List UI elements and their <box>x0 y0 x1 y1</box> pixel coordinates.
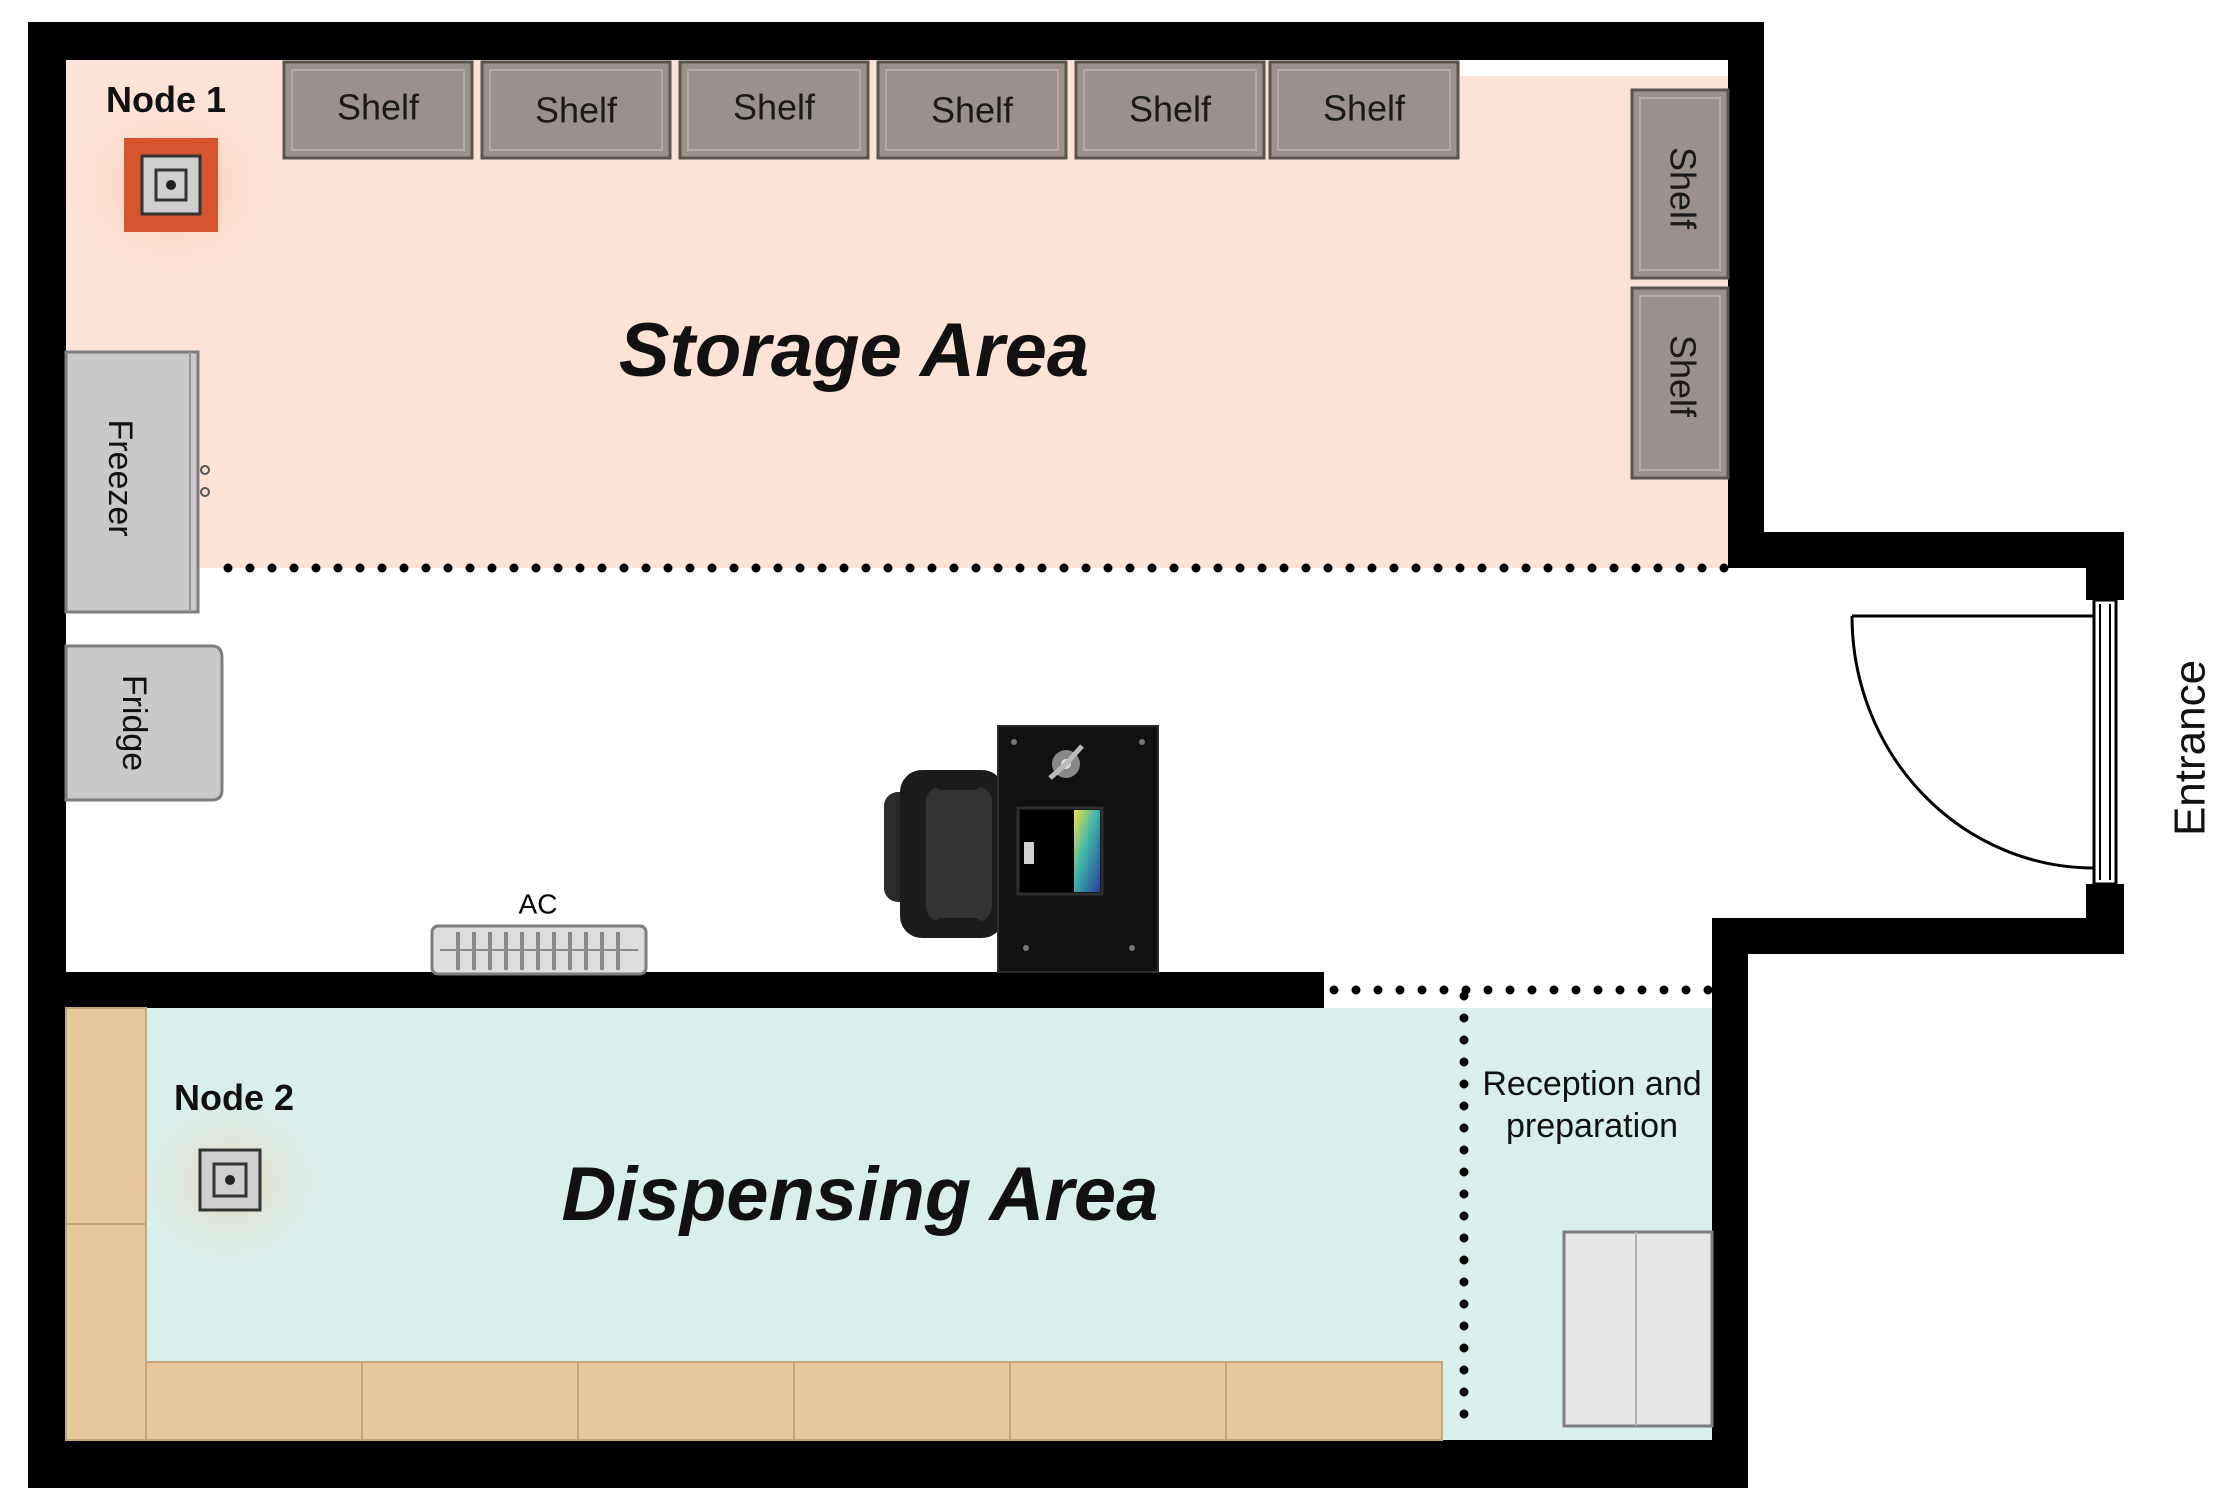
office-chair <box>884 770 1004 938</box>
left-counter <box>65 1007 147 1441</box>
shelf-label: Shelf <box>535 90 618 131</box>
shelf-5: Shelf <box>1074 60 1266 160</box>
shelf-label: Shelf <box>931 90 1014 131</box>
shelf-8: Shelf <box>1630 286 1730 480</box>
ac-label: AC <box>519 888 558 919</box>
storage-area-label: Storage Area <box>619 308 1089 393</box>
shelf-label: Shelf <box>1662 147 1703 230</box>
entrance-door[interactable] <box>1850 598 2118 886</box>
shelf-label: Shelf <box>1323 88 1406 129</box>
fridge-label: Fridge <box>115 675 153 771</box>
desk-fan-icon <box>1048 744 1084 780</box>
freezer-label: Freezer <box>101 419 139 536</box>
shelf-6: Shelf <box>1268 60 1460 160</box>
entrance-label: Entrance <box>2166 660 2215 836</box>
shelf-1: Shelf <box>282 60 474 160</box>
shelf-label: Shelf <box>1662 335 1703 418</box>
shelf-4: Shelf <box>876 60 1068 160</box>
shelf-2: Shelf <box>480 60 672 160</box>
bottom-counter <box>145 1361 1443 1441</box>
node-1-label: Node 1 <box>106 79 226 120</box>
walls <box>28 22 2124 1488</box>
shelf-label: Shelf <box>1129 89 1212 130</box>
node-2-label: Node 2 <box>174 1077 294 1118</box>
reception-label-line-1: Reception and <box>1482 1065 1701 1103</box>
ac-unit: AC <box>430 888 648 976</box>
top-shelves: Shelf Shelf Shelf Shelf Shelf Shelf <box>282 60 1460 160</box>
fridge: Fridge <box>64 644 224 802</box>
shelf-7: Shelf <box>1630 88 1730 280</box>
reception-table <box>1562 1230 1714 1428</box>
freezer: Freezer <box>64 350 210 614</box>
top-wall-gap <box>1460 60 1728 76</box>
dispensing-area-label: Dispensing Area <box>562 1152 1159 1237</box>
node-2-sensor[interactable] <box>198 1148 262 1212</box>
right-shelves: Shelf Shelf <box>1630 88 1730 480</box>
node-1-sensor[interactable] <box>124 138 218 232</box>
shelf-label: Shelf <box>733 87 816 128</box>
shelf-3: Shelf <box>678 60 870 160</box>
reception-label-line-2: preparation <box>1506 1107 1678 1145</box>
shelf-label: Shelf <box>337 87 420 128</box>
computer-monitor <box>1016 806 1104 896</box>
